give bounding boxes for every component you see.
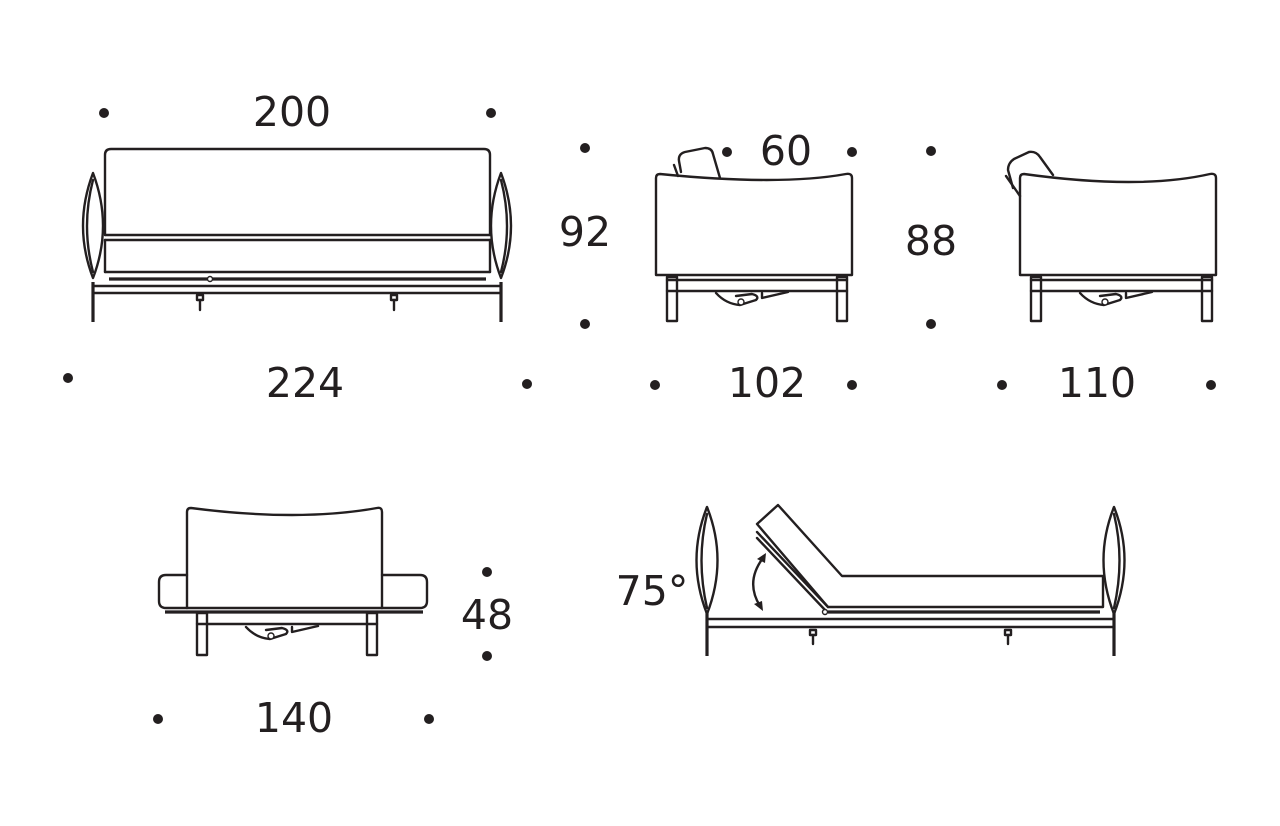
dimension-marker (997, 380, 1007, 390)
bed-flap-left (157, 573, 189, 610)
dimension-marker (1206, 380, 1216, 390)
side-view-reclined: 110 (997, 150, 1218, 407)
mechanism (244, 625, 289, 641)
bed-side-view: 48 140 (153, 506, 513, 742)
side-body (1018, 172, 1218, 277)
angle-arrow (752, 556, 765, 608)
overall-width-label: 224 (266, 359, 344, 407)
reclined-height-label: 88 (905, 217, 957, 265)
dimension-marker (580, 143, 590, 153)
dimension-marker (153, 714, 163, 724)
bed-flap-right (380, 573, 429, 610)
backrest-outline (103, 147, 492, 237)
head-cushion (677, 146, 722, 180)
dimension-marker (926, 146, 936, 156)
height-label: 92 (559, 208, 611, 256)
recline-angle-label: 75° (616, 567, 689, 615)
dimension-marker (99, 108, 109, 118)
dimension-marker (580, 319, 590, 329)
dimension-marker (482, 567, 492, 577)
dimension-marker (63, 373, 73, 383)
armrest-left (81, 171, 105, 280)
bed-depth-label: 140 (255, 694, 333, 742)
height-dimension: 92 (559, 143, 611, 329)
dimension-marker (847, 380, 857, 390)
side-view: 60 102 (650, 127, 857, 407)
reclined-height-dimension: 88 (905, 146, 957, 329)
dimension-marker (847, 147, 857, 157)
seat-height-label: 48 (461, 591, 513, 639)
reclined-depth-label: 110 (1058, 359, 1136, 407)
depth-label: 102 (728, 359, 806, 407)
dimension-marker (522, 379, 532, 389)
head-cushion (1006, 150, 1055, 190)
dimension-marker (650, 380, 660, 390)
side-body (654, 172, 854, 277)
bed-cushion (185, 506, 384, 610)
seat-depth-label: 60 (760, 127, 812, 175)
armrest-right (1102, 505, 1126, 616)
dimension-marker (926, 319, 936, 329)
dimension-marker (722, 147, 732, 157)
front-view: 200 224 (63, 88, 532, 407)
mechanism (1078, 291, 1123, 307)
dimension-marker (486, 108, 496, 118)
dimension-marker (424, 714, 434, 724)
armrest-right (489, 171, 513, 280)
seat-width-label: 200 (253, 88, 331, 136)
mechanism (714, 291, 759, 307)
lounge-view: 75° (616, 503, 1126, 656)
dimension-marker (482, 651, 492, 661)
armrest-left (695, 505, 719, 616)
